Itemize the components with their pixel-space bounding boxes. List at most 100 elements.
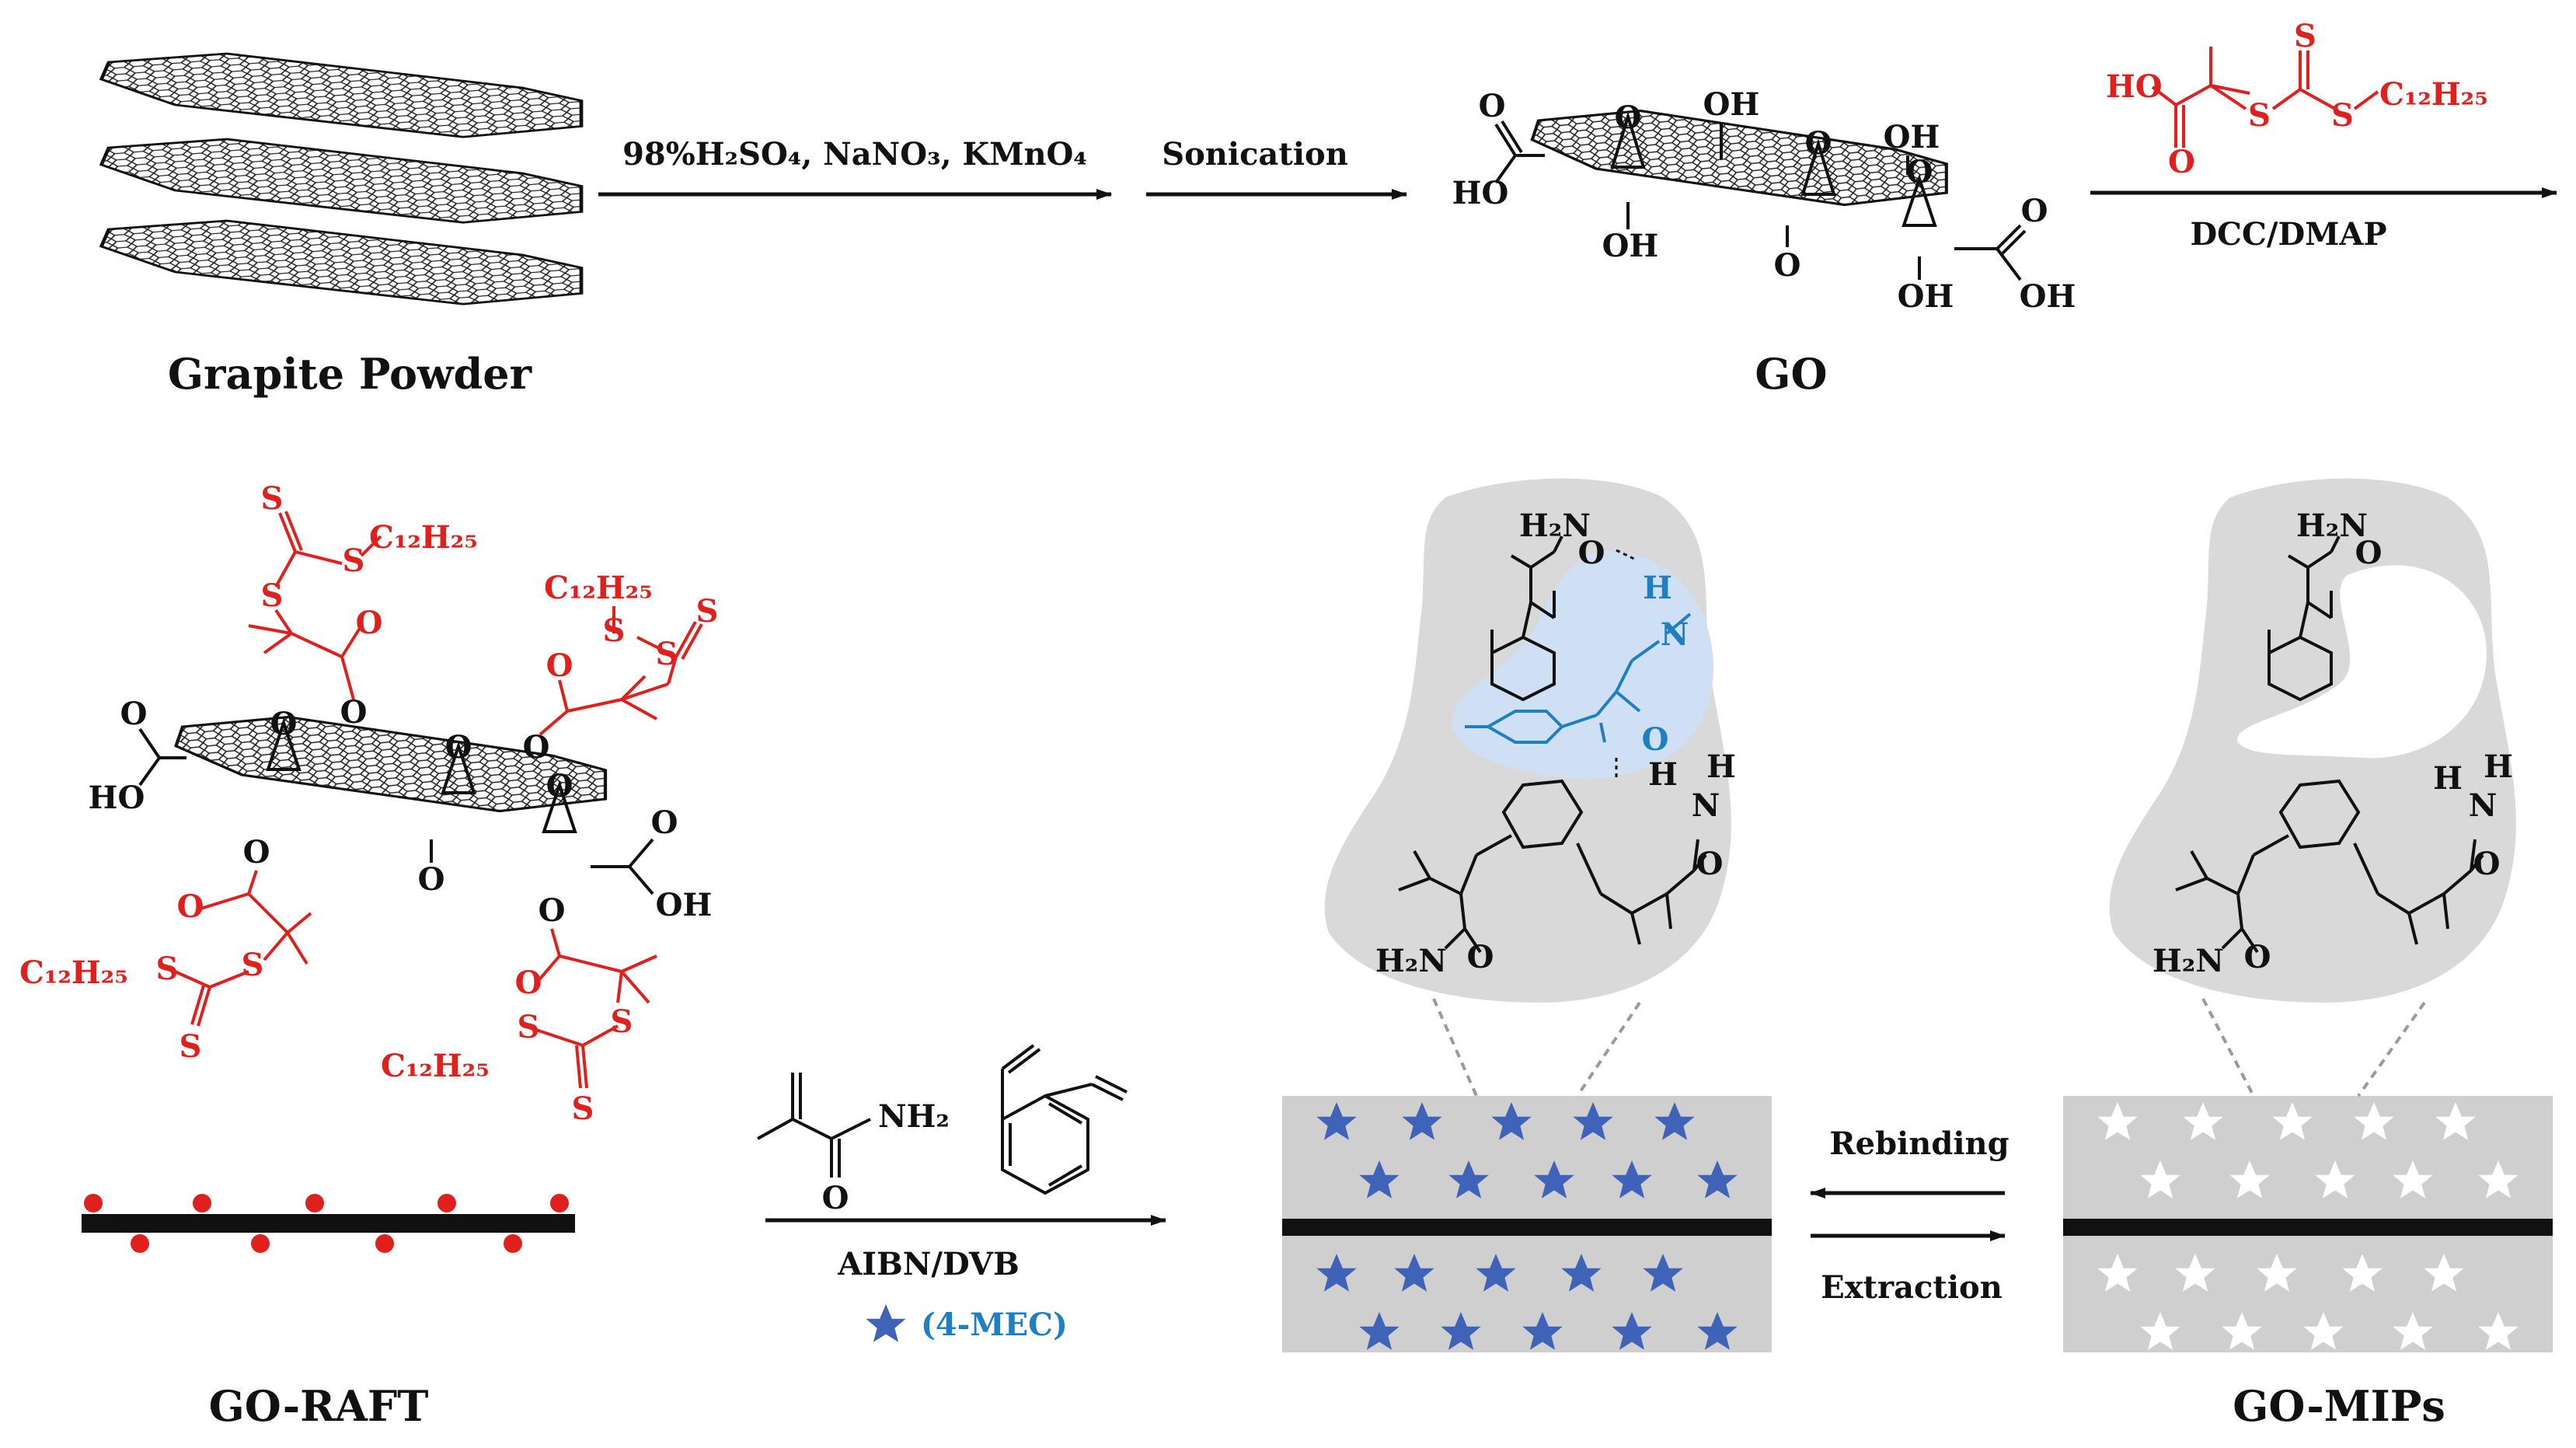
polymer-film-icon bbox=[2063, 1219, 2553, 1236]
svg-text:S: S bbox=[2331, 97, 2354, 134]
svg-text:S: S bbox=[156, 951, 179, 987]
svg-text:O: O bbox=[243, 834, 270, 871]
coupling-label: DCC/DMAP bbox=[2190, 216, 2386, 253]
go-raft-caption: GO-RAFT bbox=[209, 1381, 429, 1431]
svg-text:S: S bbox=[261, 480, 284, 517]
imprinted-polymer-extracted bbox=[2063, 1096, 2553, 1352]
svg-text:H₂N: H₂N bbox=[2296, 508, 2368, 544]
svg-text:HO: HO bbox=[1452, 175, 1509, 211]
svg-text:S: S bbox=[518, 1009, 540, 1045]
svg-text:OH: OH bbox=[1884, 119, 1940, 155]
svg-text:H₂N: H₂N bbox=[1375, 943, 1447, 979]
go-raft-schematic bbox=[82, 1194, 575, 1253]
svg-text:H₂N: H₂N bbox=[2152, 943, 2224, 979]
go-mips-caption: GO-MIPs bbox=[2233, 1381, 2445, 1431]
svg-text:O: O bbox=[2168, 144, 2195, 180]
svg-text:O: O bbox=[539, 892, 566, 929]
epoxide-group bbox=[1901, 173, 1937, 227]
svg-text:C₁₂H₂₅: C₁₂H₂₅ bbox=[381, 1048, 490, 1084]
svg-text:H: H bbox=[1706, 748, 1736, 785]
svg-text:O: O bbox=[1615, 99, 1642, 136]
svg-text:O: O bbox=[120, 696, 148, 732]
svg-text:C₁₂H₂₅: C₁₂H₂₅ bbox=[544, 570, 653, 606]
go-raft-structure: O O O O O HO O OH O O O O bbox=[19, 480, 718, 1127]
svg-text:S: S bbox=[696, 593, 719, 630]
star-icon bbox=[866, 1304, 906, 1342]
polymerization-label: AIBN/DVB bbox=[837, 1246, 1020, 1282]
svg-text:OH: OH bbox=[1602, 228, 1659, 264]
rebinding-label: Rebinding bbox=[1829, 1125, 2009, 1162]
svg-text:O: O bbox=[2244, 939, 2271, 975]
svg-text:N: N bbox=[1661, 616, 1689, 653]
svg-text:OH: OH bbox=[656, 887, 713, 923]
svg-text:C₁₂H₂₅: C₁₂H₂₅ bbox=[2379, 76, 2488, 113]
benzene-ring-icon bbox=[1001, 1094, 1089, 1195]
svg-text:O: O bbox=[1696, 846, 1724, 882]
svg-text:N: N bbox=[2469, 787, 2498, 824]
svg-text:O: O bbox=[270, 706, 298, 742]
svg-text:O: O bbox=[356, 605, 383, 641]
svg-text:S: S bbox=[242, 947, 264, 983]
svg-text:NH₂: NH₂ bbox=[878, 1098, 950, 1135]
svg-text:S: S bbox=[611, 1003, 633, 1040]
graphite-caption: Grapite Powder bbox=[168, 349, 532, 399]
svg-text:S: S bbox=[656, 636, 678, 672]
svg-text:C₁₂H₂₅: C₁₂H₂₅ bbox=[369, 519, 478, 556]
svg-text:O: O bbox=[2021, 193, 2048, 229]
svg-text:O: O bbox=[546, 647, 573, 684]
svg-text:O: O bbox=[1906, 154, 1933, 190]
svg-text:O: O bbox=[418, 861, 445, 898]
polymer-film-icon bbox=[82, 1214, 575, 1233]
svg-text:H: H bbox=[2433, 760, 2463, 797]
svg-text:H: H bbox=[1648, 756, 1678, 793]
svg-text:HO: HO bbox=[89, 780, 145, 816]
svg-text:O: O bbox=[822, 1180, 849, 1216]
go-caption: GO bbox=[1755, 349, 1827, 399]
empty-cavity: H₂N O H H N O H₂N O bbox=[2109, 478, 2516, 1003]
svg-text:H: H bbox=[2484, 748, 2513, 785]
sonication-label: Sonication bbox=[1162, 136, 1348, 173]
svg-text:N: N bbox=[1692, 787, 1720, 824]
svg-text:O: O bbox=[1578, 535, 1605, 571]
epoxide-group bbox=[1610, 111, 1646, 169]
svg-text:S: S bbox=[261, 577, 284, 614]
graphite-sheet-icon bbox=[102, 221, 582, 304]
svg-text:S: S bbox=[2248, 97, 2271, 134]
svg-text:O: O bbox=[2473, 846, 2501, 882]
svg-text:C₁₂H₂₅: C₁₂H₂₅ bbox=[19, 954, 128, 991]
svg-text:OH: OH bbox=[1703, 86, 1760, 123]
oxidation-label: 98%H₂SO₄, NaNO₃, KMnO₄ bbox=[622, 136, 1087, 173]
svg-text:O: O bbox=[523, 729, 550, 766]
graphite-sheet-icon bbox=[102, 54, 582, 137]
svg-text:H₂N: H₂N bbox=[1519, 508, 1591, 544]
svg-text:O: O bbox=[1479, 88, 1506, 124]
svg-text:O: O bbox=[651, 804, 678, 841]
svg-text:O: O bbox=[515, 965, 542, 1001]
svg-text:O: O bbox=[546, 768, 573, 804]
svg-text:S: S bbox=[343, 543, 365, 579]
svg-text:S: S bbox=[603, 612, 626, 649]
monomer-structures bbox=[757, 1044, 1128, 1195]
extraction-label: Extraction bbox=[1821, 1269, 2003, 1306]
svg-text:O: O bbox=[177, 888, 204, 925]
imprinted-polymer-with-template bbox=[1282, 1096, 1772, 1352]
go-structure: O O O OH OH OH O OH O HO O OH bbox=[1452, 86, 2076, 315]
svg-text:O: O bbox=[445, 729, 472, 766]
svg-text:S: S bbox=[572, 1090, 594, 1127]
polymer-film-icon bbox=[1282, 1219, 1772, 1236]
cavity-with-template: H₂N O H N O H H N O H₂N O bbox=[1324, 478, 1736, 1003]
svg-text:OH: OH bbox=[1898, 278, 1954, 315]
svg-text:O: O bbox=[2355, 535, 2383, 571]
svg-text:O: O bbox=[340, 694, 368, 731]
template-label: (4-MEC) bbox=[921, 1307, 1068, 1343]
graphite-powder-illustration bbox=[102, 54, 582, 304]
svg-text:OH: OH bbox=[2020, 278, 2076, 315]
svg-text:O: O bbox=[1642, 721, 1669, 758]
svg-text:S: S bbox=[180, 1028, 202, 1065]
svg-text:O: O bbox=[1805, 125, 1832, 162]
raft-agent-structure: HO O S S S C₁₂H₂₅ bbox=[2106, 18, 2488, 180]
svg-text:S: S bbox=[2294, 18, 2316, 54]
svg-text:O: O bbox=[1467, 939, 1494, 975]
